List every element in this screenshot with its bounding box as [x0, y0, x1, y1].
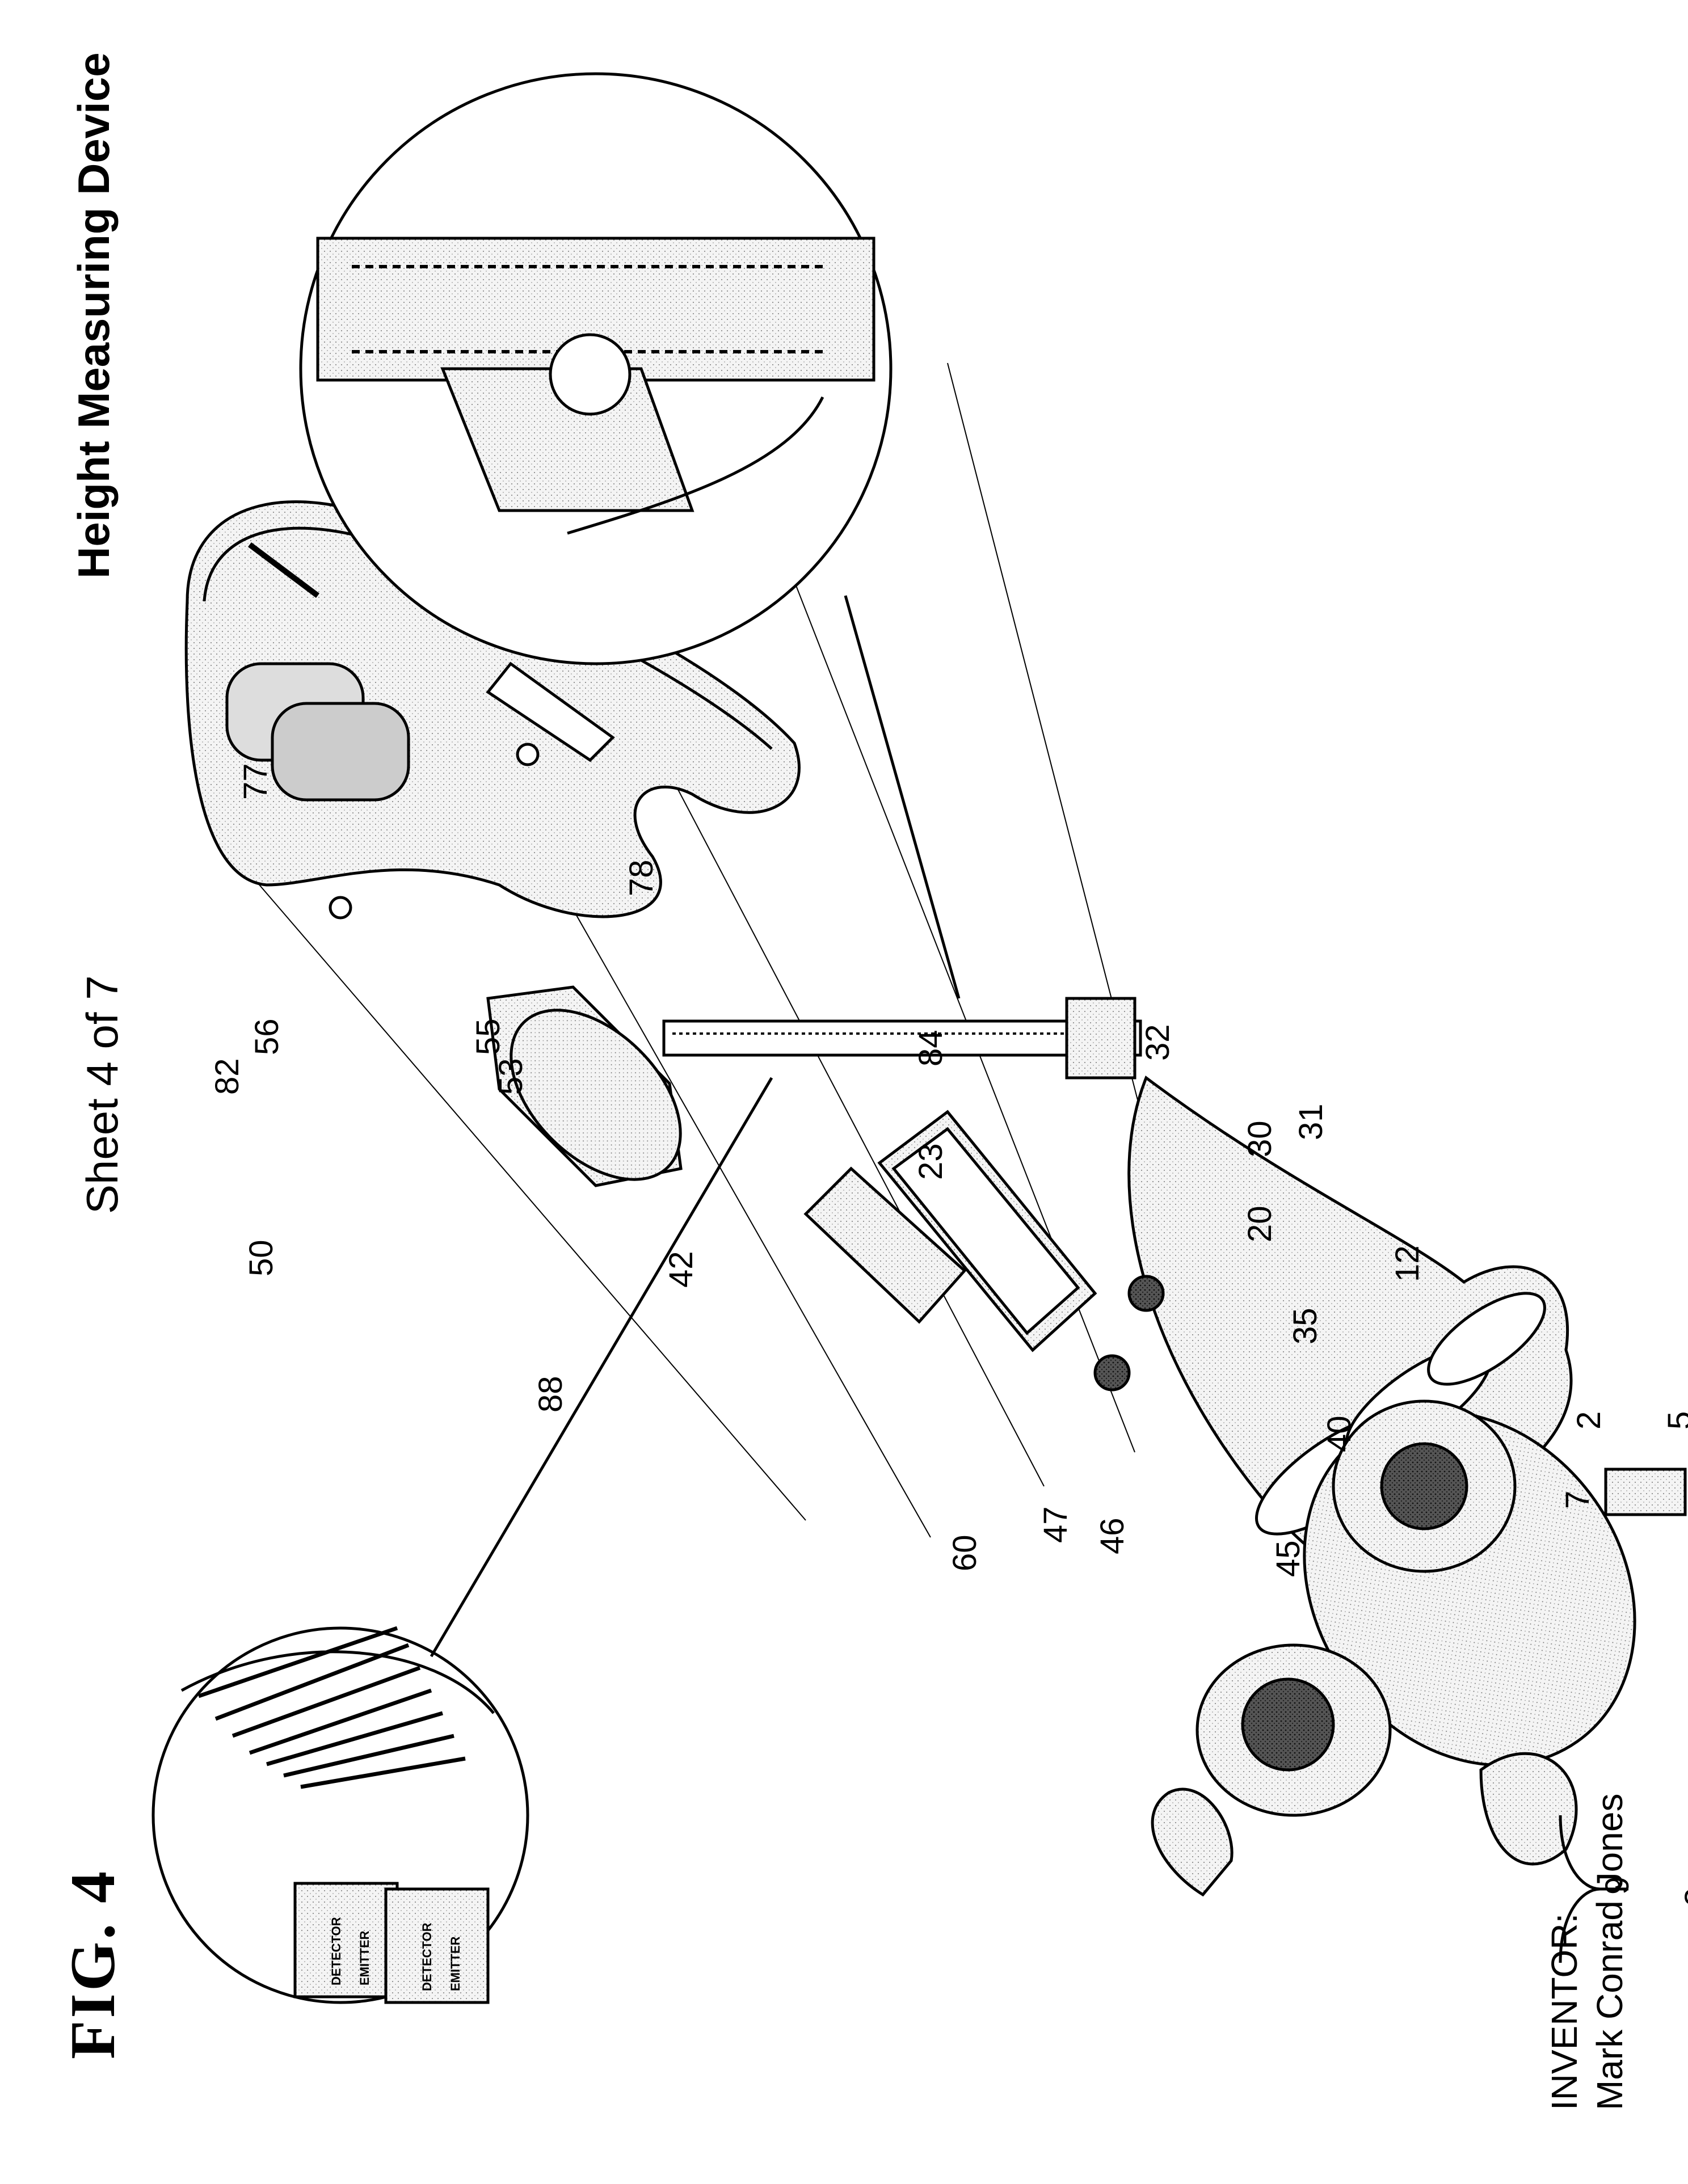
reference-numerals: 2 3 5 7 9 10 12 20 23 30 31 32 35 40 42 … — [209, 763, 1688, 1906]
ref-84: 84 — [912, 1030, 949, 1066]
ref-77: 77 — [237, 763, 274, 800]
top-shell-50 — [184, 500, 801, 920]
ref-9: 9 — [1599, 1877, 1636, 1895]
ref-5: 5 — [1661, 1411, 1688, 1430]
circuit-board-35 — [803, 1166, 967, 1324]
ref-56: 56 — [249, 1018, 285, 1055]
detector-label-2: DETECTOR — [420, 1922, 434, 1991]
ref-50: 50 — [243, 1239, 280, 1276]
ref-3: 3 — [1678, 1888, 1688, 1906]
ref-35: 35 — [1287, 1308, 1324, 1344]
ref-20: 20 — [1241, 1205, 1278, 1242]
detail-circle-gear — [299, 72, 893, 665]
display-module-40 — [486, 985, 683, 1187]
ref-40: 40 — [1321, 1415, 1358, 1452]
ref-82: 82 — [209, 1058, 246, 1095]
ref-60: 60 — [946, 1534, 983, 1571]
ref-12: 12 — [1389, 1245, 1426, 1282]
ref-47: 47 — [1037, 1506, 1074, 1543]
lcd-screen-30 — [877, 1110, 1097, 1352]
ref-46: 46 — [1094, 1517, 1131, 1554]
ref-23: 23 — [912, 1143, 949, 1180]
ref-32: 32 — [1139, 1024, 1176, 1061]
encoder-wheel-75 — [197, 1626, 466, 1789]
detail-leader-lines — [430, 595, 961, 1658]
ref-42: 42 — [663, 1251, 700, 1288]
ref-31: 31 — [1293, 1103, 1329, 1140]
detail-circle-sensor — [151, 1626, 529, 2004]
ref-7: 7 — [1559, 1491, 1596, 1509]
ref-55: 55 — [470, 1018, 507, 1055]
ref-53: 53 — [492, 1058, 529, 1095]
measuring-rack-84 — [662, 997, 1142, 1080]
emitter-label-2: EMITTER — [448, 1936, 462, 1991]
ref-88: 88 — [532, 1376, 569, 1413]
ref-30: 30 — [1241, 1120, 1278, 1157]
brace-9 — [1559, 1815, 1628, 1963]
detector-label-1: DETECTOR — [329, 1917, 343, 1985]
character-head-2 — [1151, 1399, 1687, 1897]
ref-78: 78 — [623, 859, 660, 896]
ref-2: 2 — [1571, 1411, 1607, 1430]
emitter-label-1: EMITTER — [357, 1930, 372, 1985]
ref-45: 45 — [1270, 1540, 1307, 1577]
